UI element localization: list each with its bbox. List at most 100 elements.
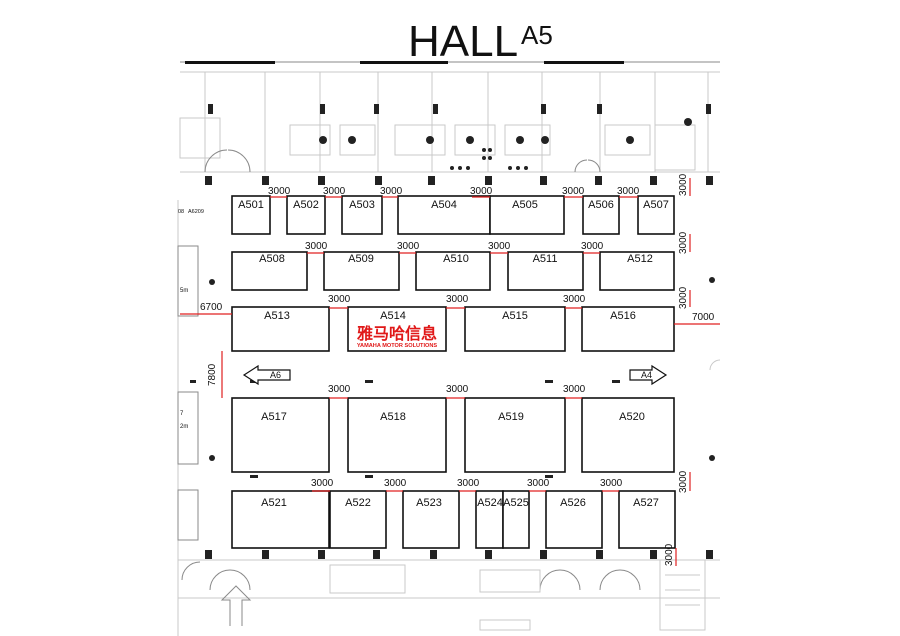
booth-a519[interactable]: A519	[464, 397, 566, 473]
dimension-label: 3000	[581, 241, 604, 252]
booth-label: A503	[349, 199, 375, 211]
booth-label: A520	[619, 411, 645, 423]
booth-a504[interactable]: A504	[397, 195, 491, 235]
dimension-label: 3000	[678, 286, 689, 309]
booth-a509[interactable]: A509	[323, 251, 400, 291]
booth-label: A527	[633, 497, 659, 509]
dimension-label: 3000	[384, 478, 407, 489]
background-architecture: 08 A6209 5m 7 2m	[177, 61, 721, 636]
booth-a515[interactable]: A515	[464, 306, 566, 352]
booth-a513[interactable]: A513	[231, 306, 330, 352]
booth-a526[interactable]: A526	[545, 490, 603, 549]
dimension-label: 3000	[664, 543, 675, 566]
booth-a508[interactable]: A508	[231, 251, 308, 291]
booth-a525[interactable]: A525	[502, 490, 530, 549]
booth-a524[interactable]: A524	[475, 490, 504, 549]
booth-a501[interactable]: A501	[231, 195, 271, 235]
dimension-label: 6700	[200, 302, 223, 313]
booth-label: A504	[431, 199, 457, 211]
dimension-label: 3000	[446, 384, 469, 395]
direction-label: A4	[641, 370, 652, 380]
booth-a511[interactable]: A511	[507, 251, 584, 291]
booth-a517[interactable]: A517	[231, 397, 330, 473]
direction-arrow-a4[interactable]: A4	[629, 364, 668, 386]
dimension-label: 3000	[328, 294, 351, 305]
booth-label: A514	[380, 310, 406, 322]
dimension-label: 3000	[678, 470, 689, 493]
booth-a505[interactable]: A505	[489, 195, 565, 235]
booth-a520[interactable]: A520	[581, 397, 675, 473]
booth-label: A502	[293, 199, 319, 211]
edge-text: 08	[178, 209, 184, 215]
booth-label: A516	[610, 310, 636, 322]
dimension-markers: 3000 3000 3000 3000 3000 3000 3000 3000 …	[180, 173, 720, 566]
booth-label: A510	[443, 253, 469, 265]
sponsor-logo-en: YAMAHA MOTOR SOLUTIONS	[357, 343, 438, 349]
dimension-label: 3000	[600, 478, 623, 489]
edge-text: 2m	[180, 424, 188, 430]
hall-title: HALL	[408, 17, 518, 66]
dimension-label: 7000	[692, 312, 715, 323]
booth-a523[interactable]: A523	[402, 490, 460, 549]
dimension-label: 3000	[305, 241, 328, 252]
booth-a512[interactable]: A512	[599, 251, 675, 291]
dimension-label: 3000	[457, 478, 480, 489]
booth-a514[interactable]: A514 雅马哈信息 YAMAHA MOTOR SOLUTIONS	[347, 306, 447, 352]
dimension-label: 3000	[678, 173, 689, 196]
booth-label: A513	[264, 310, 290, 322]
dimension-label: 3000	[563, 294, 586, 305]
booth-label: A525	[503, 497, 529, 509]
booth-a507[interactable]: A507	[637, 195, 675, 235]
booth-label: A518	[380, 411, 406, 423]
booth-a502[interactable]: A502	[286, 195, 326, 235]
booth-a516[interactable]: A516	[581, 306, 675, 352]
dimension-label: 3000	[397, 241, 420, 252]
direction-label: A6	[270, 370, 281, 380]
booth-label: A508	[259, 253, 285, 265]
dimension-label: 3000	[562, 186, 585, 197]
dimension-label: 3000	[678, 231, 689, 254]
booth-label: A512	[627, 253, 653, 265]
dimension-label: 7800	[207, 363, 218, 386]
booth-label: A519	[498, 411, 524, 423]
dimension-label: 3000	[563, 384, 586, 395]
booth-label: A521	[261, 497, 287, 509]
booth-label: A517	[261, 411, 287, 423]
dimension-label: 3000	[328, 384, 351, 395]
booths-layer: A501 A502 A503 A504 A505 A506 A507 A50	[231, 195, 676, 549]
sponsor-logo-cn: 雅马哈信息	[356, 324, 437, 343]
edge-text: A6209	[188, 209, 204, 215]
booth-a518[interactable]: A518	[347, 397, 447, 473]
dimension-label: 3000	[527, 478, 550, 489]
booth-a521[interactable]: A521	[231, 490, 330, 549]
booth-label: A507	[643, 199, 669, 211]
booth-a522[interactable]: A522	[329, 490, 387, 549]
booth-label: A511	[533, 253, 558, 265]
edge-text: 7	[180, 411, 184, 417]
booth-label: A526	[560, 497, 586, 509]
booth-a527[interactable]: A527	[618, 490, 676, 549]
booth-label: A524	[477, 497, 503, 509]
direction-arrow-a6[interactable]: A6	[242, 364, 291, 386]
booth-label: A523	[416, 497, 442, 509]
booth-label: A515	[502, 310, 528, 322]
dimension-label: 3000	[617, 186, 640, 197]
booth-a510[interactable]: A510	[415, 251, 491, 291]
dimension-label: 3000	[323, 186, 346, 197]
booth-label: A505	[512, 199, 538, 211]
hall-subtitle: A5	[521, 20, 553, 50]
booth-label: A522	[345, 497, 371, 509]
booth-label: A506	[588, 199, 614, 211]
booth-a503[interactable]: A503	[341, 195, 383, 235]
dimension-label: 3000	[380, 186, 403, 197]
booth-a506[interactable]: A506	[582, 195, 620, 235]
booth-label: A501	[238, 199, 264, 211]
dimension-label: 3000	[488, 241, 511, 252]
dimension-label: 3000	[311, 478, 334, 489]
booth-label: A509	[348, 253, 374, 265]
dimension-label: 3000	[446, 294, 469, 305]
dimension-label: 3000	[268, 186, 291, 197]
dimension-label: 3000	[470, 186, 493, 197]
edge-text: 5m	[180, 288, 188, 294]
